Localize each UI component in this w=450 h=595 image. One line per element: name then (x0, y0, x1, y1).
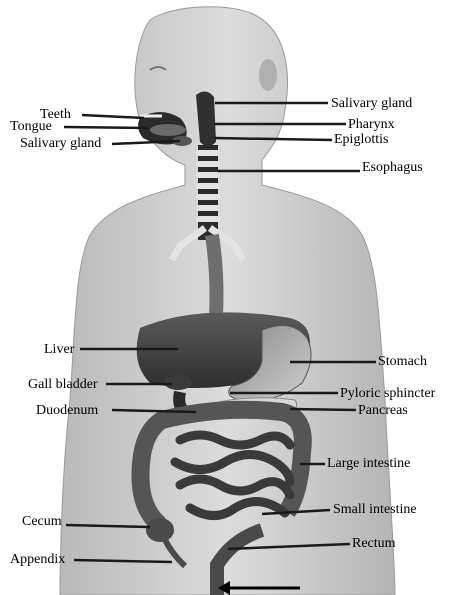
cecum-shape (146, 518, 174, 542)
label-appendix: Appendix (10, 552, 65, 568)
label-rectum: Rectum (352, 536, 396, 552)
label-tongue: Tongue (10, 119, 52, 135)
label-pyloric-sphincter: Pyloric sphincter (340, 386, 435, 402)
label-liver: Liver (44, 342, 74, 358)
label-pharynx: Pharynx (348, 117, 395, 133)
gall-bladder-shape (164, 374, 192, 390)
label-cecum: Cecum (22, 514, 62, 530)
label-salivary-gland-left: Salivary gland (20, 136, 101, 152)
esophagus-tube (198, 145, 218, 240)
label-esophagus: Esophagus (362, 160, 423, 176)
label-duodenum: Duodenum (36, 403, 98, 419)
label-stomach: Stomach (378, 354, 427, 370)
label-gall-bladder: Gall bladder (28, 377, 98, 393)
label-epiglottis: Epiglottis (334, 132, 388, 148)
label-large-intestine: Large intestine (327, 456, 410, 472)
label-salivary-gland-right: Salivary gland (331, 96, 412, 112)
label-pancreas: Pancreas (358, 403, 408, 419)
label-small-intestine: Small intestine (333, 502, 417, 518)
tongue-shape (150, 124, 186, 136)
ear-shape (259, 59, 277, 91)
